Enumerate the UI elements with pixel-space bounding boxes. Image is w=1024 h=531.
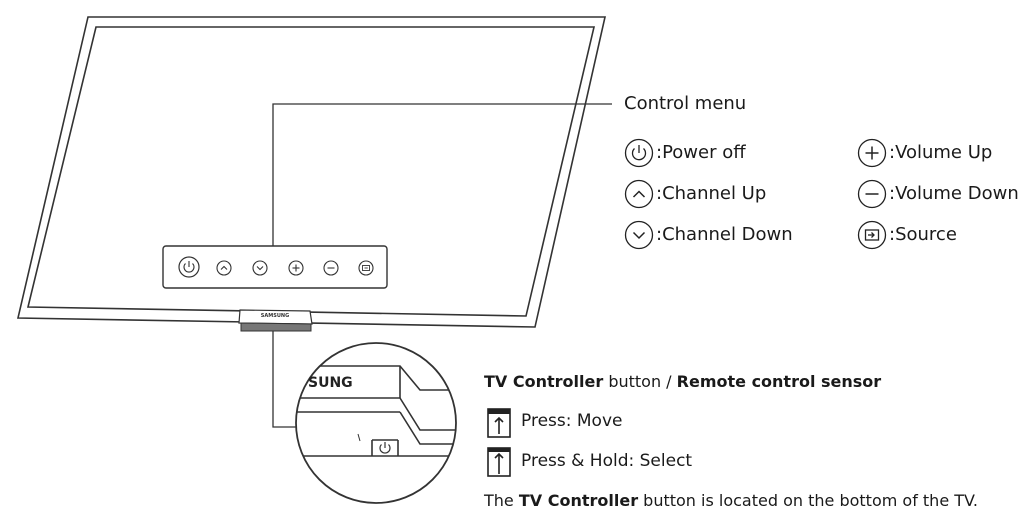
controller-heading-mid: button / bbox=[603, 372, 677, 391]
panel-minus-icon[interactable] bbox=[323, 260, 339, 276]
badge-text: SAMSUNG bbox=[261, 313, 289, 319]
note-bold: TV Controller bbox=[518, 491, 639, 510]
note-prefix: The bbox=[484, 491, 519, 510]
press-hold-icon bbox=[487, 447, 511, 477]
minus-icon bbox=[857, 179, 887, 209]
source-label: :Source bbox=[889, 224, 957, 245]
controller-heading-bold-1: TV Controller bbox=[484, 372, 604, 391]
channel-up-label: :Channel Up bbox=[656, 183, 767, 204]
volume-up-label: :Volume Up bbox=[889, 142, 993, 163]
control-menu-leader-line bbox=[272, 103, 612, 246]
panel-chevron-up-icon[interactable] bbox=[216, 260, 232, 276]
controller-magnified-inset: SUNG bbox=[295, 342, 457, 504]
inset-controller-icon bbox=[379, 442, 391, 454]
source-icon bbox=[857, 220, 887, 250]
control-menu-title: Control menu bbox=[624, 93, 747, 114]
tv-brand-badge: SAMSUNG bbox=[238, 309, 313, 325]
power-off-label: :Power off bbox=[656, 142, 746, 163]
panel-chevron-down-icon[interactable] bbox=[252, 260, 268, 276]
inset-brand-text: SUNG bbox=[308, 375, 353, 391]
press-move-icon bbox=[487, 408, 511, 438]
panel-power-icon[interactable] bbox=[178, 256, 200, 278]
channel-down-label: :Channel Down bbox=[656, 224, 793, 245]
controller-location-note: The TV Controller button is located on t… bbox=[484, 491, 978, 511]
chevron-up-icon bbox=[624, 179, 654, 209]
note-suffix: button is located on the bottom of the T… bbox=[638, 491, 978, 510]
panel-plus-icon[interactable] bbox=[288, 260, 304, 276]
plus-icon bbox=[857, 138, 887, 168]
power-icon bbox=[624, 138, 654, 168]
tv-stand-shade bbox=[240, 322, 312, 332]
inset-leader-line bbox=[272, 331, 300, 428]
volume-down-label: :Volume Down bbox=[889, 183, 1019, 204]
controller-heading: TV Controller button / Remote control se… bbox=[484, 372, 881, 392]
panel-source-icon[interactable] bbox=[358, 260, 374, 276]
chevron-down-icon bbox=[624, 220, 654, 250]
press-move-label: Press: Move bbox=[521, 411, 623, 431]
controller-heading-bold-2: Remote control sensor bbox=[676, 372, 882, 391]
on-screen-control-panel bbox=[162, 245, 388, 289]
tv-outline bbox=[16, 16, 607, 328]
press-hold-label: Press & Hold: Select bbox=[521, 451, 693, 471]
